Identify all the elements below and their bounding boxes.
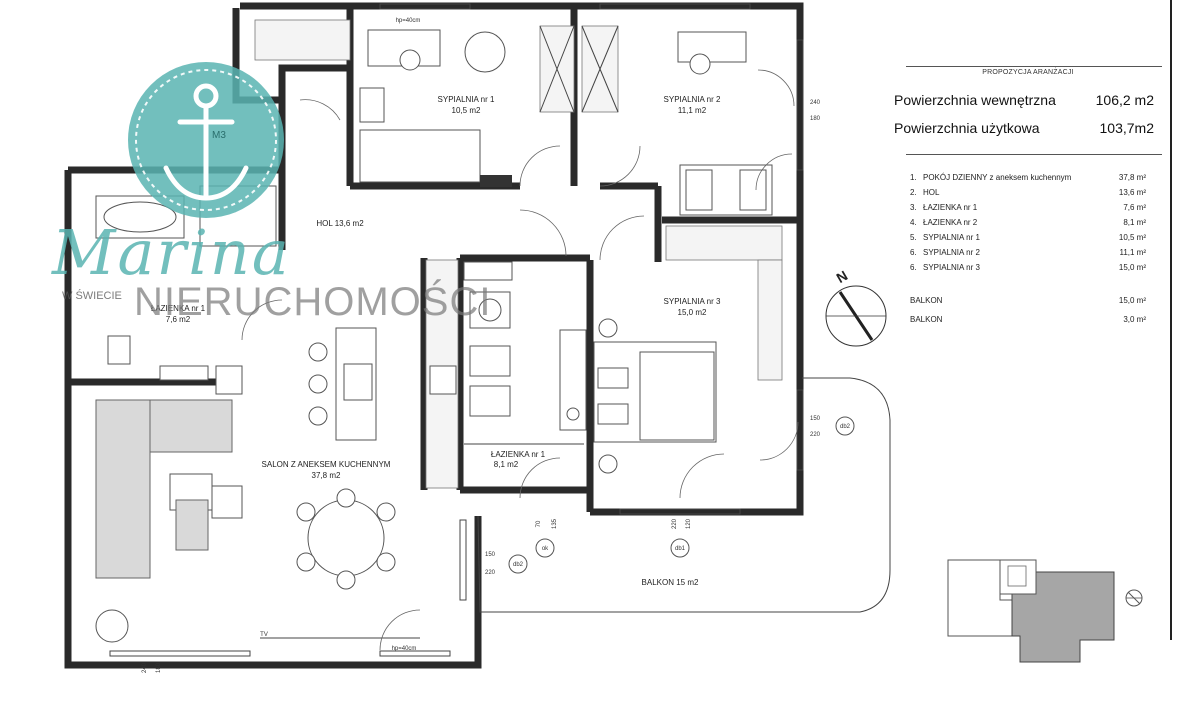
area-row-usable: Powierzchnia użytkowa 103,7m2 <box>894 120 1154 136</box>
room-area: 15,0 m² <box>1118 263 1146 272</box>
label-bedroom-1: SYPIALNIA nr 1 <box>438 95 495 104</box>
kitchen-furniture <box>308 259 459 489</box>
watermark-brand: Marina <box>52 216 291 289</box>
room-name: SYPIALNIA nr 1 <box>923 233 980 242</box>
room-num: 2. <box>910 188 917 197</box>
bedroom-3-furniture <box>593 318 717 474</box>
dim-240: 240 <box>810 100 821 106</box>
living-furniture <box>95 399 420 643</box>
room-area: 37,8 m² <box>1118 173 1146 182</box>
room-name: SYPIALNIA nr 2 <box>923 248 980 257</box>
room-area: 7,6 m² <box>1123 203 1146 212</box>
bedroom-2-furniture <box>581 25 773 216</box>
panel-title: PROPOZYCJA ARANŻACJI <box>982 69 1074 76</box>
key-plan <box>947 559 1143 663</box>
label-balcony: BALKON 15 m2 <box>642 578 699 587</box>
area-label-internal: Powierzchnia wewnętrzna <box>894 92 1056 108</box>
room-name: POKÓJ DZIENNY z aneksem kuchennym <box>923 173 1072 182</box>
hp-note-bottom: hp=40cm <box>392 646 417 652</box>
balcony-area: 3,0 m² <box>1123 315 1146 324</box>
dim-150-left: 150 <box>485 552 496 558</box>
label-salon: SALON Z ANEKSEM KUCHENNYM <box>262 460 391 469</box>
label-bedroom-3: SYPIALNIA nr 3 <box>664 297 721 306</box>
area-bedroom-3: 15,0 m2 <box>678 308 707 317</box>
tags: db2 db2 db1 ok <box>508 416 855 574</box>
balcony-name: BALKON <box>910 315 943 324</box>
dim-220-left: 220 <box>485 570 496 576</box>
right-edge-bar <box>1170 0 1172 640</box>
dim-240-bottom: 240 <box>142 662 148 673</box>
room-num: 6. <box>910 263 917 272</box>
room-name: SYPIALNIA nr 3 <box>923 263 980 272</box>
balcony-outline <box>477 377 891 613</box>
panel-mid-rule <box>906 154 1162 155</box>
tv-label: TV <box>260 632 268 638</box>
door-swings <box>241 69 799 651</box>
room-row: 6. SYPIALNIA nr 2 11,1 m² <box>910 248 1146 257</box>
area-bedroom-2: 11,1 m2 <box>678 106 707 115</box>
dim-70: 70 <box>536 520 542 527</box>
area-bathroom-1: 7,6 m2 <box>166 315 191 324</box>
label-bedroom-2: SYPIALNIA nr 2 <box>664 95 721 104</box>
dim-220-bottom: 220 <box>672 518 678 529</box>
room-row: 6. SYPIALNIA nr 3 15,0 m² <box>910 263 1146 272</box>
dim-220-right: 220 <box>810 432 821 438</box>
hp-note-top: hp=40cm <box>396 18 421 24</box>
area-bedroom-1: 10,5 m2 <box>452 106 481 115</box>
bathroom-2-fixtures <box>463 261 587 445</box>
room-row: 1. POKÓJ DZIENNY z aneksem kuchennym 37,8… <box>910 173 1146 182</box>
room-name: ŁAZIENKA nr 1 <box>923 203 978 212</box>
hol-storage <box>254 19 783 381</box>
area-row-internal: Powierzchnia wewnętrzna 106,2 m2 <box>894 92 1154 108</box>
tag-db2-right: db2 <box>840 424 851 430</box>
room-num: 3. <box>910 203 917 212</box>
watermark-logo: M3 <box>128 62 284 218</box>
room-name: ŁAZIENKA nr 2 <box>923 218 978 227</box>
room-area: 10,5 m² <box>1118 233 1146 242</box>
room-num: 6. <box>910 248 917 257</box>
area-bathroom-2: 8,1 m2 <box>494 460 519 469</box>
watermark-tagline-2: NIERUCHOMOŚCI <box>134 280 492 324</box>
watermark-tagline-1: W ŚWIECIE <box>62 290 122 302</box>
label-hol: HOL 13,6 m2 <box>316 219 364 228</box>
dim-150-right: 150 <box>810 416 821 422</box>
balcony-name: BALKON <box>910 296 943 305</box>
balcony-row: BALKON 3,0 m² <box>910 315 1146 324</box>
compass: N <box>825 267 887 347</box>
tag-db2-left: db2 <box>513 562 524 568</box>
label-bathroom-2: ŁAZIENKA nr 1 <box>491 450 546 459</box>
balcony-area: 15,0 m² <box>1118 296 1146 305</box>
area-salon: 37,8 m2 <box>312 471 341 480</box>
watermark-m3: M3 <box>212 130 226 141</box>
area-value-usable: 103,7m2 <box>1099 120 1154 136</box>
label-bathroom-1: ŁAZIENKA nr 1 <box>151 304 206 313</box>
room-num: 4. <box>910 218 917 227</box>
area-value-internal: 106,2 m2 <box>1095 92 1154 108</box>
area-label-usable: Powierzchnia użytkowa <box>894 120 1040 136</box>
room-row: 2. HOL 13,6 m² <box>910 188 1146 197</box>
room-num: 5. <box>910 233 917 242</box>
room-area: 13,6 m² <box>1118 188 1146 197</box>
room-row: 4. ŁAZIENKA nr 2 8,1 m² <box>910 218 1146 227</box>
dim-180-bottom: 180 <box>156 662 162 673</box>
compass-north-label: N <box>834 267 851 286</box>
windows <box>109 3 804 657</box>
dim-120: 120 <box>686 518 692 529</box>
room-row: 3. ŁAZIENKA nr 1 7,6 m² <box>910 203 1146 212</box>
room-area: 11,1 m² <box>1119 248 1146 257</box>
room-area: 8,1 m² <box>1123 218 1146 227</box>
room-num: 1. <box>910 173 917 182</box>
dimensions: 240 180 150 220 150 220 70 135 220 120 2… <box>142 18 821 673</box>
balcony-row: BALKON 15,0 m² <box>910 296 1146 305</box>
tag-db1: db1 <box>675 546 686 552</box>
tag-ok: ok <box>542 546 549 552</box>
panel-top-rule <box>906 66 1162 67</box>
room-row: 5. SYPIALNIA nr 1 10,5 m² <box>910 233 1146 242</box>
bedroom-1-furniture <box>359 25 575 187</box>
dim-180: 180 <box>810 116 821 122</box>
dim-135: 135 <box>552 518 558 529</box>
room-name: HOL <box>923 188 940 197</box>
